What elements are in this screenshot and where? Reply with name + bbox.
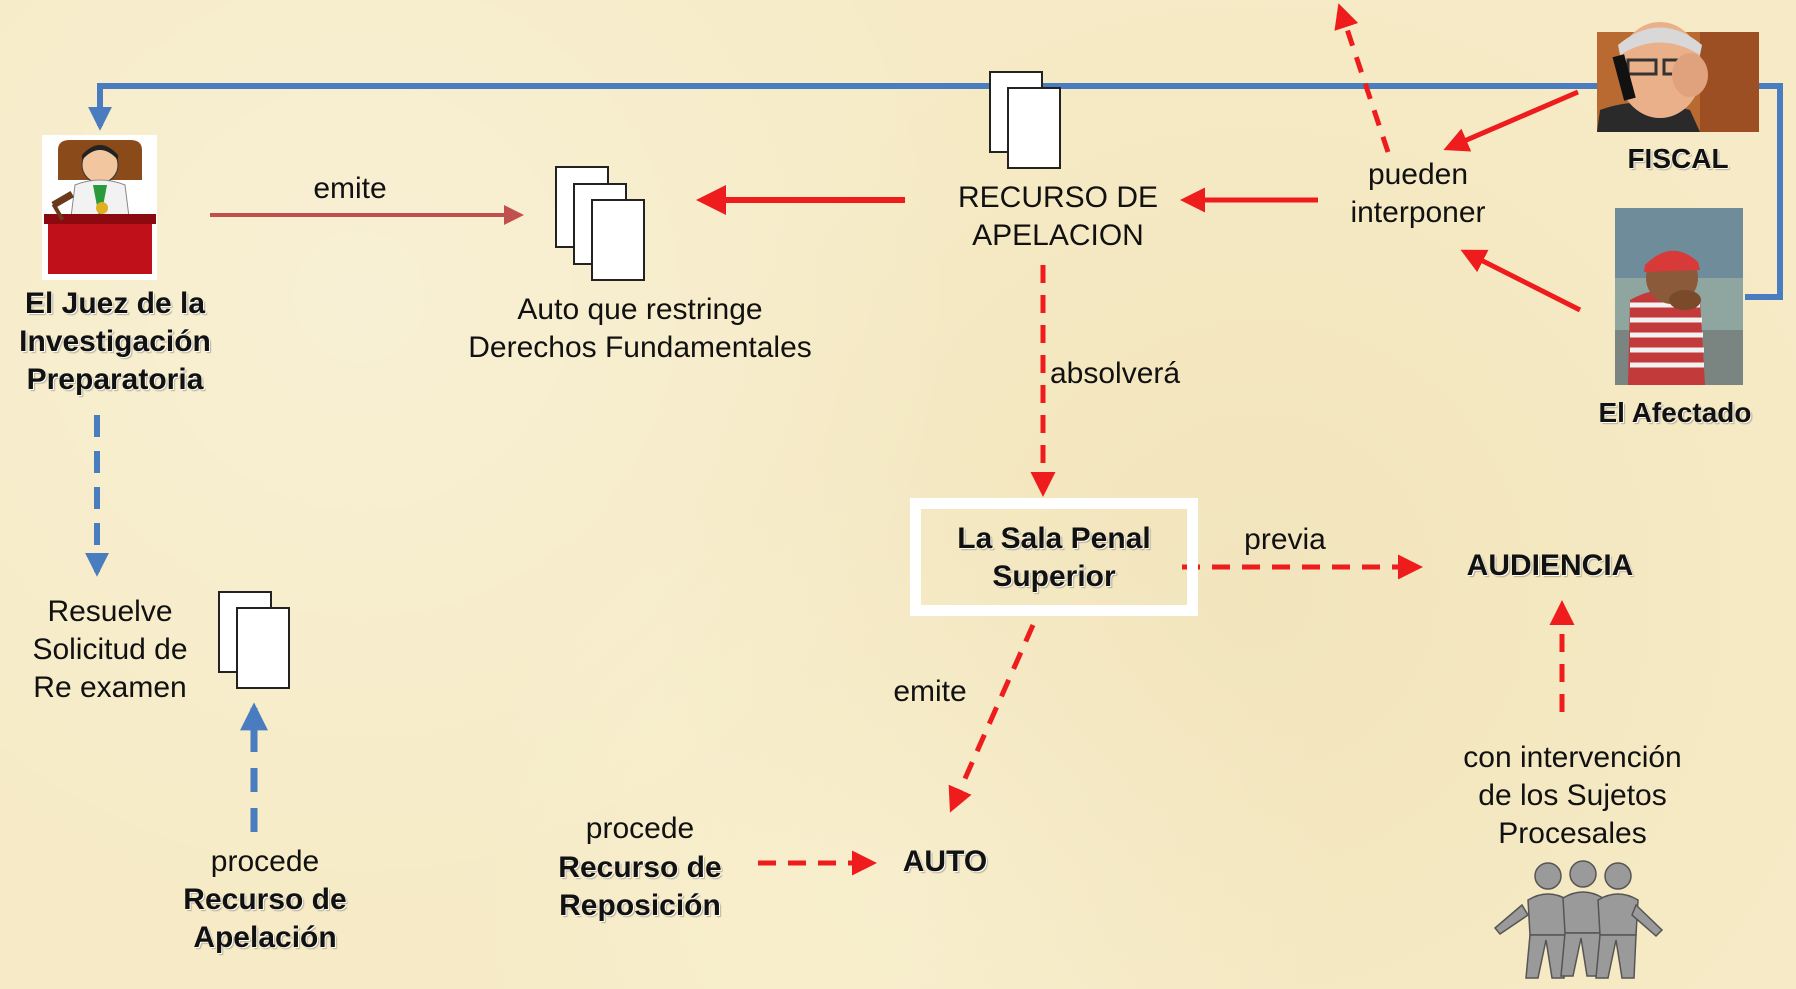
sala-to-auto-dashed-arrow (948, 623, 1036, 813)
judge-label: El Juez de la Investigación Preparatoria (19, 287, 211, 396)
group-people-icon (1493, 860, 1664, 979)
afectado-label: El Afectado (1598, 397, 1752, 428)
con-intervencion-label: con intervención de los Sujetos Procesal… (1463, 741, 1682, 850)
recurso-apelacion-label: RECURSO DE APELACION (957, 181, 1159, 252)
document-stack-icon (218, 591, 290, 689)
resuelve-label: Resuelve Solicitud de Re examen (32, 595, 188, 704)
fiscal-to-interponer-arrow (1443, 89, 1579, 152)
previa-label: previa (1244, 523, 1326, 556)
absolvera-label: absolverá (1050, 357, 1181, 390)
recurso-reposicion-label: Recurso de Reposición (558, 851, 722, 922)
blue-return-connector (88, 83, 1783, 300)
document-stack-icon (555, 166, 645, 281)
emite-top-label: emite (313, 172, 387, 205)
sala-penal-box (910, 498, 1198, 616)
judge-icon (42, 135, 157, 280)
recurso-apelacion-left-label: Recurso de Apelación (183, 883, 347, 954)
procede-mid-label: procede (585, 812, 695, 845)
afectado-to-interponer-arrow (1460, 249, 1582, 313)
fiscal-label: FISCAL (1627, 143, 1729, 174)
document-stack-icon (989, 71, 1061, 169)
sala-penal-label: La Sala Penal Superior (957, 522, 1151, 593)
procede-left-label: procede (210, 845, 320, 878)
audiencia-label: AUDIENCIA (1466, 549, 1634, 582)
emite-bottom-label: emite (893, 675, 967, 708)
auto-label: AUTO (902, 845, 988, 878)
fiscal-photo-icon (1597, 22, 1759, 132)
afectado-photo-icon (1615, 208, 1743, 385)
auto-restringe-label: Auto que restringe Derechos Fundamentale… (468, 293, 812, 364)
pueden-interponer-label: pueden interponer (1350, 158, 1486, 229)
interponer-up-dashed-arrow (1334, 3, 1391, 153)
